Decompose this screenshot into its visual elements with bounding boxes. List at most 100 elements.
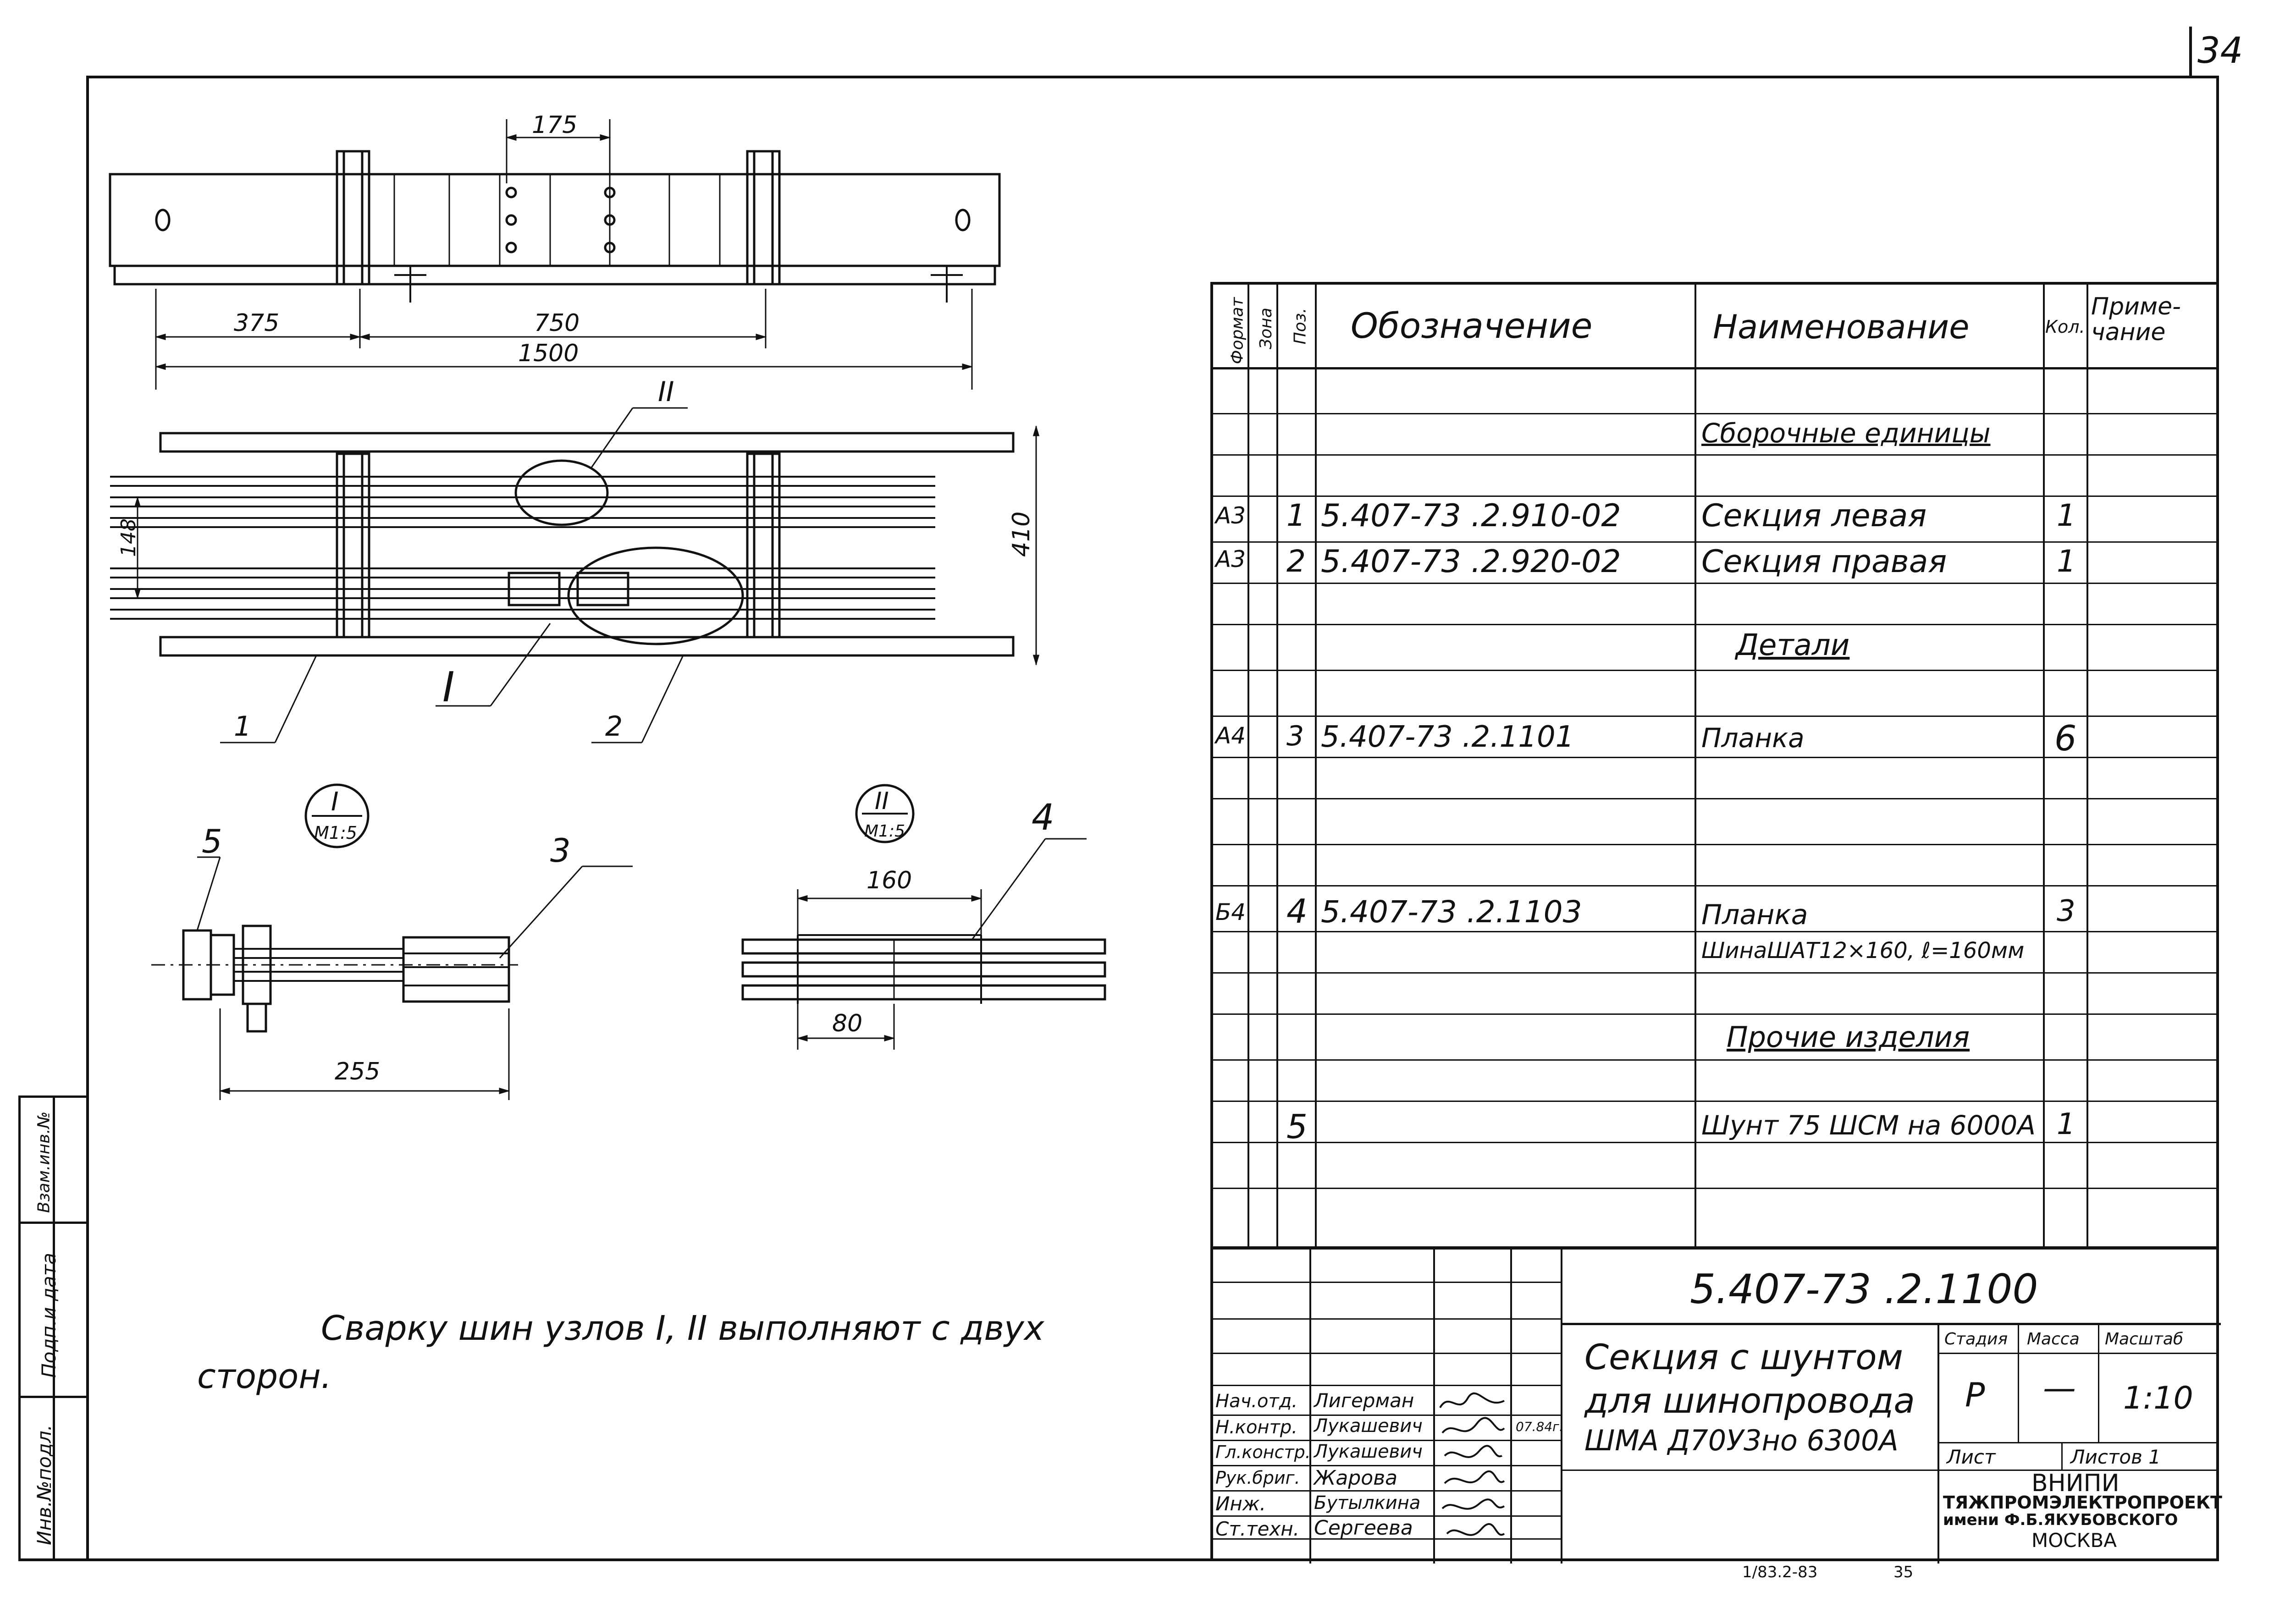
- staff-role-3: Гл.констр.: [1215, 1442, 1311, 1462]
- sheets-label: Листов 1: [2070, 1446, 2161, 1468]
- staff-name-5: Бутылкина: [1314, 1492, 1421, 1514]
- row6-pos: 5: [1286, 1107, 1308, 1146]
- title-line-2: для шинопровода: [1584, 1380, 1915, 1421]
- title-line-3: ШМА Д70У3но 6300А: [1584, 1424, 1899, 1457]
- detail-II-badge-bottom: M1:5: [864, 822, 905, 841]
- row6-qty: 1: [2057, 1107, 2075, 1141]
- dim-375: 375: [234, 309, 279, 337]
- stamp-inv: Инв.№подл.: [33, 1424, 56, 1546]
- title-line-1: Секция с шунтом: [1584, 1337, 1903, 1377]
- plan-view: [110, 407, 1040, 743]
- frame-bottom: [18, 1558, 2219, 1561]
- staff-name-6: Сергеева: [1314, 1516, 1413, 1540]
- scale-label: Масштаб: [2105, 1330, 2184, 1349]
- sheet-number: 34: [2197, 30, 2243, 72]
- row1-name: Секция левая: [1701, 498, 1927, 534]
- staff-name-3: Лукашевич: [1314, 1441, 1423, 1462]
- row1-format: A3: [1215, 502, 1246, 529]
- dim-1500: 1500: [518, 340, 579, 367]
- org-line-1: ВНИПИ: [2031, 1470, 2119, 1497]
- scale-value: 1:10: [2123, 1380, 2193, 1416]
- mass-value: —: [2043, 1369, 2076, 1407]
- frame-top: [86, 76, 2218, 78]
- doc-number: 5.407-73 .2.1100: [1690, 1266, 2038, 1313]
- staff-name-4: Жарова: [1314, 1466, 1398, 1490]
- callout-pos-2: 2: [605, 710, 623, 743]
- org-line-4: МОСКВА: [2031, 1529, 2117, 1552]
- drawing-area: 175 375 750 1500: [109, 111, 1106, 1100]
- dim-750: 750: [534, 309, 580, 337]
- header-qty: Кол.: [2045, 317, 2085, 337]
- dim-410: 410: [1008, 512, 1035, 557]
- row2-designation: 5.407-73 .2.920-02: [1321, 544, 1621, 580]
- staff-role-1: Нач.отд.: [1215, 1391, 1298, 1412]
- header-name: Наименование: [1713, 308, 1970, 346]
- header-designation: Обозначение: [1351, 305, 1593, 346]
- top-view: [109, 119, 1001, 390]
- sheet-number-box: 34: [2189, 27, 2247, 77]
- row4-name: Планка: [1701, 899, 1808, 931]
- row4-qty: 3: [2057, 894, 2075, 928]
- row4-designation: 5.407-73 .2.1103: [1321, 894, 1582, 930]
- row2-format: A3: [1215, 546, 1246, 573]
- title-block: 5.407-73 .2.1100 Секция с шунтом для шин…: [1210, 1247, 2222, 1563]
- row3-format: A4: [1215, 722, 1246, 749]
- mass-label: Масса: [2027, 1330, 2080, 1349]
- row1-qty: 1: [2057, 498, 2076, 533]
- stage-label: Стадия: [1944, 1330, 2008, 1349]
- org-line-2: ТЯЖПРОМЭЛЕКТРОПРОЕКТ: [1943, 1492, 2222, 1513]
- staff-name-2: Лукашевич: [1314, 1415, 1423, 1437]
- frame-left: [86, 76, 89, 1561]
- header-zone: Зона: [1256, 308, 1275, 349]
- sheet-label: Лист: [1947, 1446, 1996, 1468]
- bottom-code: 1/83.2-83: [1742, 1563, 1818, 1581]
- note-line-2: сторон.: [197, 1357, 332, 1396]
- detail-II-drawing: [741, 784, 1106, 1050]
- row3-qty: 6: [2054, 718, 2077, 759]
- section-assemblies: Сборочные единицы: [1701, 418, 1991, 449]
- header-format: Формат: [1228, 297, 1247, 364]
- detail-II-pos4: 4: [1032, 797, 1054, 838]
- row4-format: Б4: [1215, 899, 1246, 925]
- detail-I-badge-bottom: M1:5: [314, 823, 357, 843]
- staff-role-5: Инж.: [1215, 1492, 1266, 1515]
- spec-table: Формат Зона Поз. Обозначение Наименовани…: [1210, 282, 2219, 1249]
- header-pos: Поз.: [1291, 308, 1310, 345]
- detail-I-drawing: [151, 783, 633, 1100]
- callout-pos-1: 1: [234, 710, 251, 743]
- bottom-page: 35: [1893, 1563, 1914, 1581]
- row2-qty: 1: [2057, 544, 2076, 579]
- dim-175: 175: [532, 111, 577, 139]
- detail-I-badge-top: I: [331, 787, 339, 817]
- org-line-3: имени Ф.Б.ЯКУБОВСКОГО: [1943, 1511, 2178, 1529]
- detail-II-dim160: 160: [867, 867, 912, 894]
- detail-II-dim80: 80: [832, 1010, 862, 1037]
- callout-node-II: II: [658, 376, 674, 408]
- staff-role-4: Рук.бриг.: [1215, 1468, 1300, 1488]
- stamp-vzam: Взам.инв.№: [34, 1111, 54, 1213]
- note-line-1: Сварку шин узлов I, II выполняют с двух: [321, 1309, 1044, 1348]
- detail-I-dim255: 255: [335, 1058, 380, 1085]
- detail-II-badge-top: II: [875, 787, 889, 815]
- section-other: Прочие изделия: [1727, 1020, 1970, 1054]
- row2-name: Секция правая: [1701, 544, 1947, 580]
- row3-designation: 5.407-73 .2.1101: [1321, 720, 1574, 754]
- row3-name: Планка: [1701, 722, 1805, 754]
- stamp-podp: Подп.и дата: [37, 1253, 60, 1378]
- section-details: Детали: [1736, 628, 1850, 662]
- row2-pos: 2: [1286, 544, 1306, 579]
- staff-date-2: 07.84г.: [1516, 1419, 1563, 1434]
- detail-I-pos3: 3: [550, 832, 571, 870]
- row3-pos: 3: [1286, 720, 1304, 752]
- row1-designation: 5.407-73 .2.910-02: [1321, 498, 1621, 534]
- detail-I-pos5: 5: [202, 823, 222, 860]
- row5-name: ШинаШАТ12×160, ℓ=160мм: [1701, 938, 2025, 963]
- stage-value: Р: [1965, 1376, 1985, 1414]
- row4-pos: 4: [1286, 892, 1308, 930]
- staff-role-6: Ст.техн.: [1215, 1518, 1300, 1540]
- header-note: Приме-чание: [2091, 293, 2181, 346]
- staff-name-1: Лигерман: [1314, 1389, 1414, 1412]
- staff-role-2: Н.контр.: [1215, 1417, 1297, 1438]
- row1-pos: 1: [1286, 498, 1306, 533]
- side-stamp: Взам.инв.№ Подп.и дата Инв.№подл.: [18, 1096, 87, 1561]
